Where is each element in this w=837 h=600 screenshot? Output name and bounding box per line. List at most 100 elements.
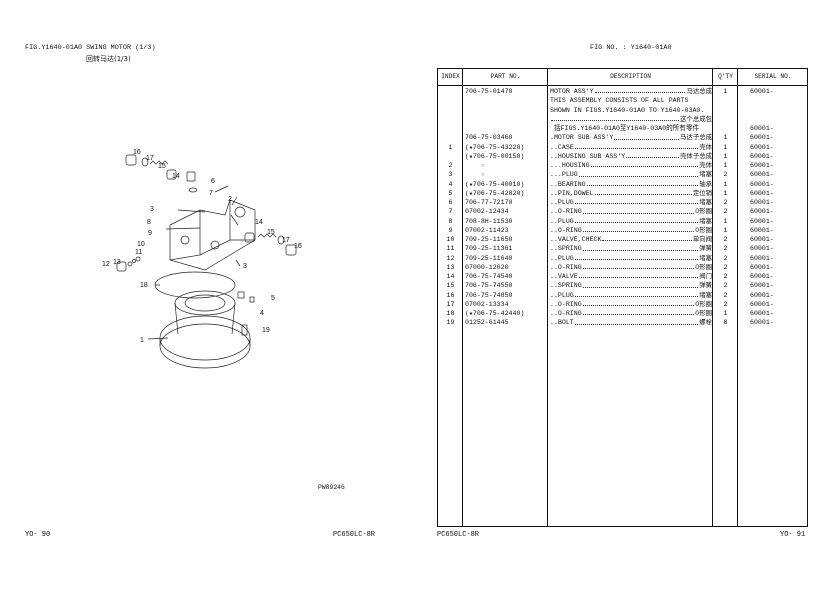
description-cn: 单向阀 <box>692 235 712 243</box>
qty-cell: 1 <box>723 189 728 197</box>
description-cn: 轴承 <box>699 179 712 188</box>
callout: 9 <box>148 230 152 237</box>
description-cell: ..O-RING 0形圈 <box>550 300 712 309</box>
callout: 5 <box>271 295 275 302</box>
serial-cell: 60001- <box>750 273 774 280</box>
drawing-number: PW89246 <box>318 484 345 491</box>
description-cn: 0形圈 <box>695 309 712 317</box>
description-text: ..O-RING <box>550 208 582 216</box>
dot-leader <box>574 143 699 149</box>
serial-cell: 60001- <box>750 254 774 262</box>
serial-cell: 60001- <box>750 300 774 308</box>
callout: 2 <box>228 196 232 203</box>
callout: 3 <box>150 206 154 213</box>
description-cell: 这个总成包 <box>550 115 712 124</box>
part-number-cell: ☆ <box>465 171 485 179</box>
callout: 11 <box>135 249 142 256</box>
index-cell: 11 <box>446 245 455 253</box>
callout: 17 <box>146 155 154 162</box>
part-number-cell: 706-77-72170 <box>465 199 513 206</box>
serial-cell: 60001- <box>750 245 774 253</box>
index-cell: 14 <box>446 273 455 280</box>
description-cn: 堵塞 <box>699 198 712 206</box>
left-model-name: PC650LC-8R <box>333 531 376 539</box>
description-text: ..O-RING <box>550 300 582 308</box>
dot-leader <box>574 291 699 297</box>
callout: 13 <box>113 259 121 266</box>
serial-cell: 60001- <box>750 88 774 95</box>
callout: 14 <box>255 219 263 226</box>
dot-leader <box>594 189 692 195</box>
qty-cell: 1 <box>723 162 728 169</box>
qty-cell: 2 <box>723 236 728 243</box>
description-cn: 堵塞 <box>699 253 712 262</box>
description-text: ..O-RING <box>550 226 582 234</box>
description-text: ..SPRING <box>550 282 582 290</box>
description-text: ..PLUG <box>550 254 574 262</box>
description-text: ..VALVE,CHECK <box>550 236 602 243</box>
description-cn: 0形圈 <box>695 225 712 234</box>
figure-title: FIG.Y1640-01A0 SWING MOTOR (1/3) <box>25 44 156 52</box>
callout: 7 <box>209 190 213 197</box>
callout: 4 <box>260 310 264 317</box>
dot-leader <box>586 180 699 186</box>
dot-leader <box>578 170 699 177</box>
dot-leader <box>582 309 695 316</box>
serial-cell: 60001- <box>750 134 774 142</box>
serial-cell: 60001- <box>750 226 774 234</box>
part-number-cell: 706-75-74550 <box>465 282 513 290</box>
description-text: ..PIN,DOWEL <box>550 189 594 197</box>
part-number-cell: 709-25-11640 <box>465 254 513 262</box>
serial-cell: 60001- <box>750 208 774 216</box>
description-cell: ..PLUG 堵塞 <box>550 254 712 263</box>
part-number-cell: 706-75-74850 <box>465 291 513 299</box>
description-cn: 壳体 <box>699 161 712 169</box>
exploded-parts-diagram: 16 17 15 14 6 7 2 3 8 9 10 11 13 12 14 1… <box>102 149 302 369</box>
description-cell: ..CASE 壳体 <box>550 143 712 152</box>
description-cell: THIS ASSEMBLY CONSISTS OF ALL PARTS <box>550 96 712 105</box>
part-number-cell: (★706-75-00150) <box>465 152 525 160</box>
qty-cell: 2 <box>723 263 728 271</box>
description-text: ..PLUG <box>550 217 574 225</box>
figure-title-cn: 回转马达(1/3) <box>86 55 131 63</box>
description-text: ..HOUSING SUB ASS'Y <box>550 152 626 160</box>
serial-cell: 60001- <box>750 171 774 179</box>
description-cn: 壳体 <box>699 142 712 151</box>
callout: 14 <box>172 173 180 180</box>
qty-cell: 2 <box>723 282 728 290</box>
serial-cell: 60001- <box>750 282 774 290</box>
callout: 18 <box>140 282 148 289</box>
index-cell: 15 <box>446 282 455 290</box>
description-text: .MOTOR SUB ASS'Y <box>550 134 614 142</box>
description-cn: 0形圈 <box>695 299 712 308</box>
callout: 8 <box>147 219 151 226</box>
part-number-cell: 708-8H-11530 <box>465 217 513 225</box>
description-text: THIS ASSEMBLY CONSISTS OF ALL PARTS <box>550 97 689 105</box>
index-cell: 17 <box>446 300 455 308</box>
index-cell: 16 <box>446 291 455 299</box>
dot-leader <box>551 115 680 121</box>
description-text: ..CASE <box>550 143 574 151</box>
description-cn: 0形圈 <box>695 207 712 216</box>
index-cell: 12 <box>446 254 455 262</box>
description-cn: 阀门 <box>699 272 712 280</box>
description-text: 括FIGS.Y1640-01A0至Y1640-03A0的所有零件 <box>550 125 700 132</box>
description-cn: 马达总成 <box>686 87 712 95</box>
